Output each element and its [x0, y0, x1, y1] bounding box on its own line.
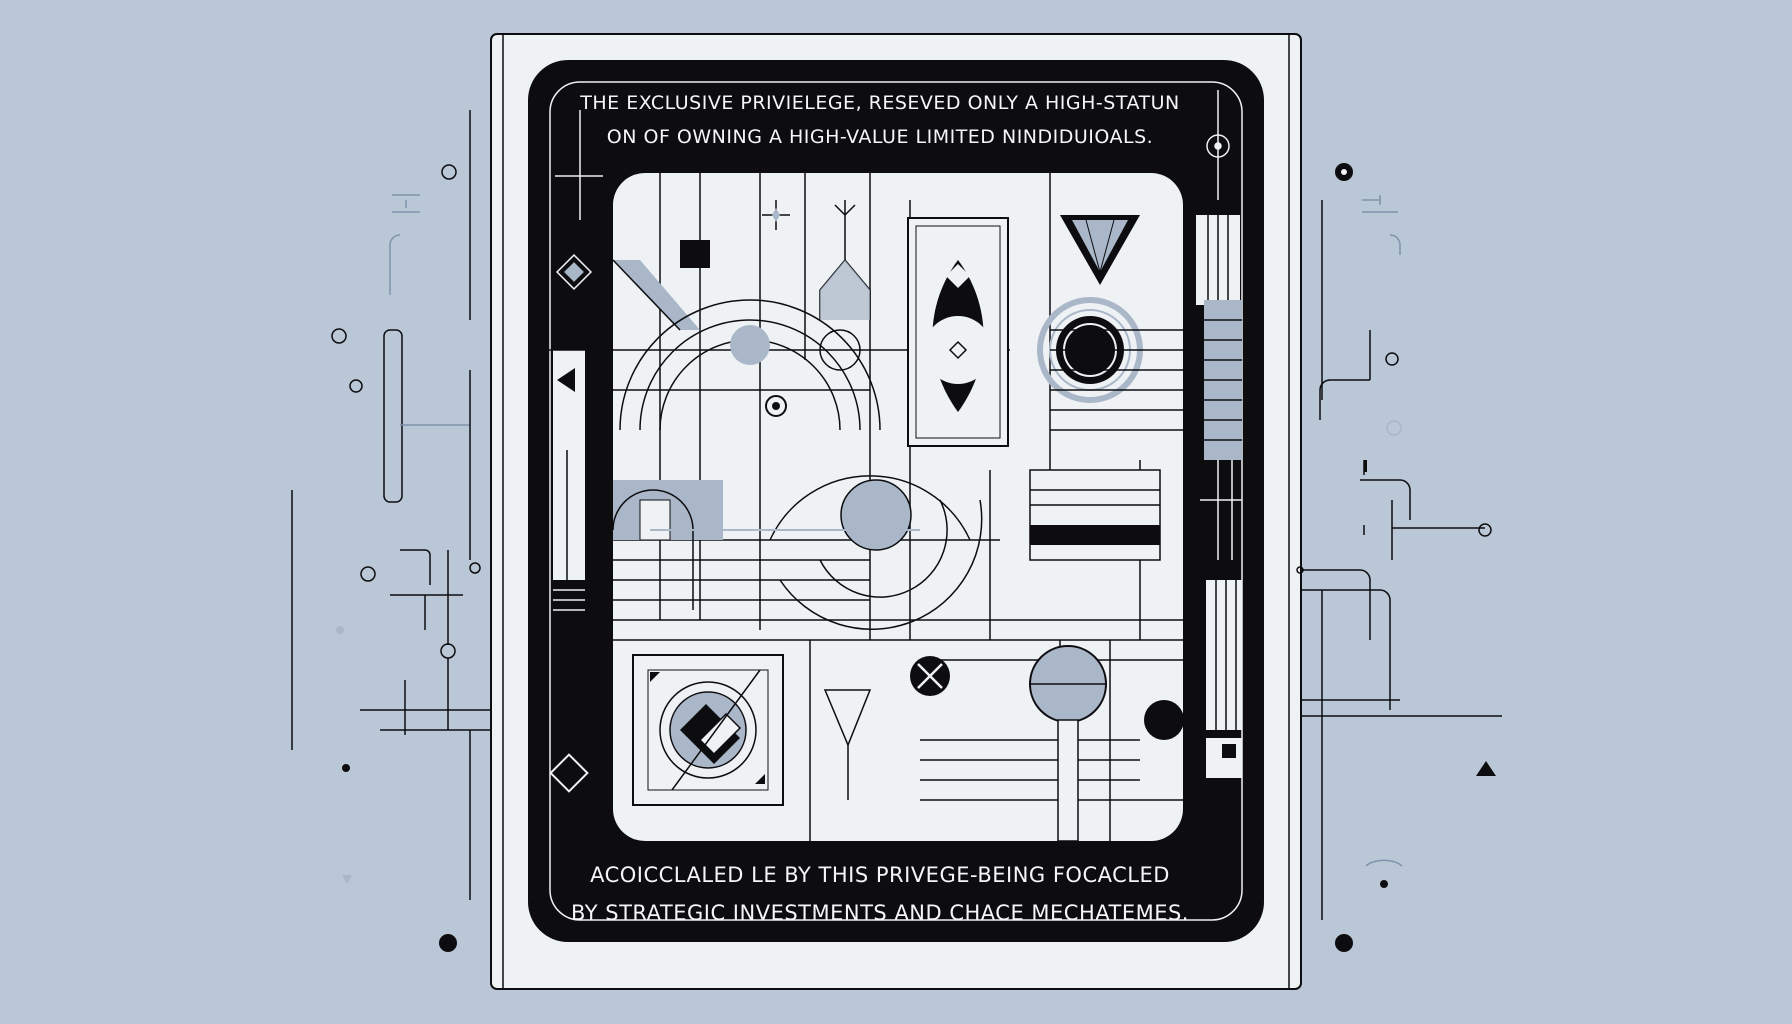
diamond-icon [549, 753, 589, 793]
caption-top-line-1: The exclusive privielege, reseved only a… [580, 92, 1180, 114]
diamond-icon [948, 340, 968, 360]
right-outer-decor [1296, 195, 1502, 920]
caption-top-line-2: on of owning a high-value limited nindid… [606, 126, 1154, 148]
caption-bottom-line-2: by strategic investments and chace mecha… [571, 901, 1189, 925]
caption-bottom-line-1: Acoicclaled le by this privege-being foc… [590, 863, 1170, 887]
caption-bottom: Acoicclaled le by this privege-being foc… [530, 856, 1230, 932]
frame-inner-line [549, 81, 1243, 921]
left-outer-decor [291, 110, 491, 900]
frame-right-decor [1206, 90, 1230, 200]
target-icon [1206, 134, 1230, 158]
arrow-icon [557, 368, 575, 392]
caption-top: The exclusive privielege, reseved only a… [530, 86, 1230, 154]
diamond-icon [555, 253, 593, 291]
target-icon [765, 395, 787, 417]
frame-left-decor [549, 110, 603, 793]
triangle-icon [1476, 761, 1496, 776]
